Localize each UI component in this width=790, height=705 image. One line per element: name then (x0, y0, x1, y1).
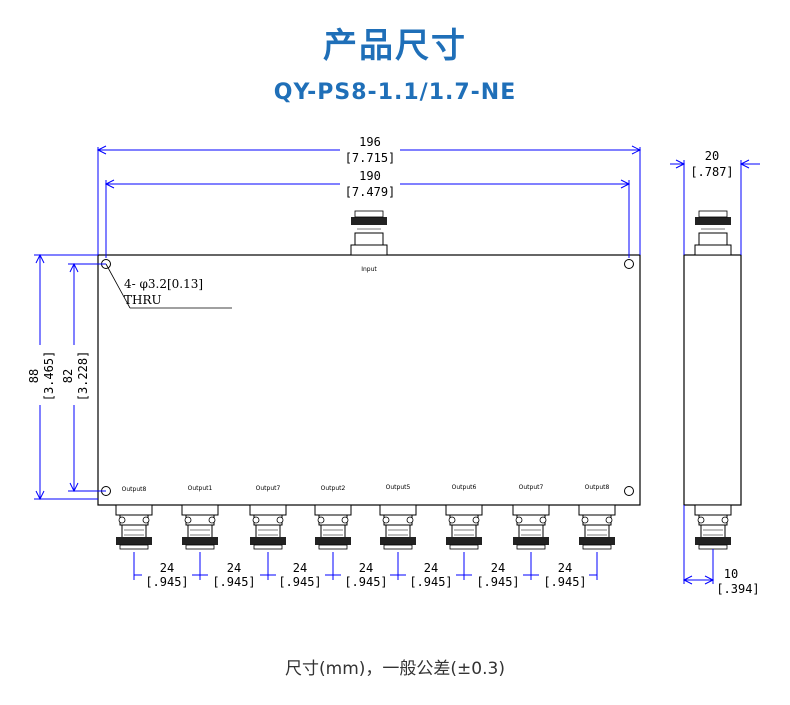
dim-overall-length-in: [7.715] (345, 151, 396, 165)
dim-port-pitch-mm: 24 (359, 561, 373, 575)
output-connector (578, 504, 616, 550)
dim-thickness-mm: 20 (705, 149, 719, 163)
dim-port-pitch-in: [.945] (476, 575, 519, 589)
splitter-body-front (97, 254, 641, 506)
side-input-connector (694, 210, 732, 256)
dim-overall-height (34, 253, 98, 501)
dim-overall-height-mm: 88 (27, 369, 41, 383)
dim-connector-offset (682, 505, 715, 585)
page-title: 产品尺寸 (323, 26, 467, 66)
dim-port-pitch-in: [.945] (344, 575, 387, 589)
dim-port-pitch-in: [.945] (145, 575, 188, 589)
dim-hole-spacing-x (104, 179, 631, 258)
dim-port-pitch-in: [.945] (543, 575, 586, 589)
tolerance-note: 尺寸(mm)，一般公差(±0.3) (285, 659, 505, 679)
output-connector (314, 504, 352, 550)
output-label: Output2 (321, 485, 346, 492)
output-label: Output7 (519, 484, 544, 491)
mount-hole-tr (624, 259, 634, 269)
dim-thickness-in: [.787] (690, 165, 733, 179)
dim-overall-height-in: [3.465] (42, 351, 56, 402)
dim-port-pitch-in: [.945] (278, 575, 321, 589)
dim-overall-length (96, 145, 642, 255)
dim-hole-spacing-y-in: [3.228] (76, 351, 90, 402)
dim-port-pitch-mm: 24 (160, 561, 174, 575)
output-label: Output7 (256, 485, 281, 492)
side-output-connector (694, 504, 732, 550)
dim-port-pitch-mm: 24 (558, 561, 572, 575)
dim-connector-offset-mm: 10 (724, 567, 738, 581)
input-connector (350, 210, 388, 256)
dim-hole-spacing-x-in: [7.479] (345, 185, 396, 199)
hole-note-line1: 4- φ3.2[0.13] (124, 277, 203, 291)
hole-note-line2: THRU (124, 293, 162, 307)
output-label: Output5 (386, 484, 411, 491)
dim-connector-offset-in: [.394] (716, 582, 759, 596)
mount-hole-br (624, 486, 634, 496)
dim-overall-length-mm: 196 (359, 135, 381, 149)
dim-port-pitch-mm: 24 (293, 561, 307, 575)
dim-port-pitch-mm: 24 (491, 561, 505, 575)
output-label: Output1 (188, 485, 213, 492)
output-label: Output8 (122, 486, 147, 493)
output-label: Output8 (585, 484, 610, 491)
dim-hole-spacing-x-mm: 190 (359, 169, 381, 183)
dim-hole-spacing-y (68, 262, 106, 493)
output-connector (379, 504, 417, 550)
dim-port-pitch-mm: 24 (227, 561, 241, 575)
output-connector (445, 504, 483, 550)
output-connector (249, 504, 287, 550)
output-label: Output6 (452, 484, 477, 491)
output-connector (181, 504, 219, 550)
hole-leader (105, 263, 131, 309)
dim-port-pitch-in: [.945] (212, 575, 255, 589)
input-label: Input (361, 266, 377, 273)
dim-port-pitch (133, 552, 598, 580)
dim-thickness (670, 159, 760, 255)
dim-port-pitch-in: [.945] (409, 575, 452, 589)
output-connector (512, 504, 550, 550)
output-connector (115, 504, 153, 550)
model-number: QY-PS8-1.1/1.7-NE (273, 80, 517, 105)
splitter-body-side (683, 254, 742, 506)
dim-port-pitch-mm: 24 (424, 561, 438, 575)
dim-hole-spacing-y-mm: 82 (61, 369, 75, 383)
